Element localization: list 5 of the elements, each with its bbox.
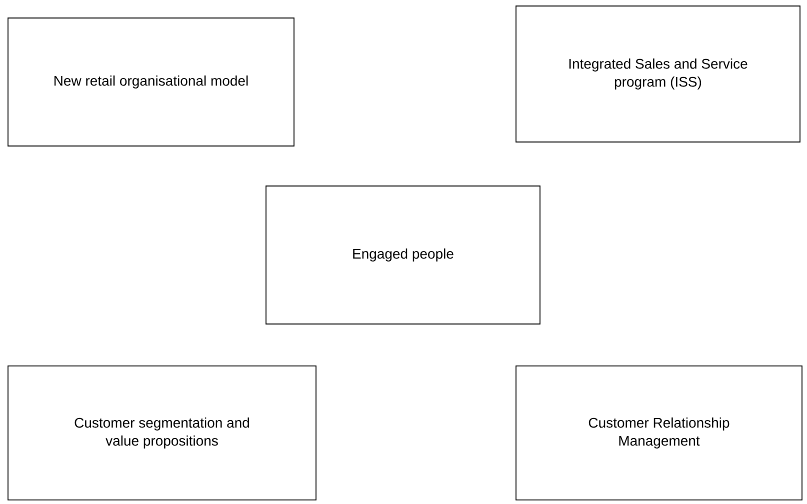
text-box: Customer Relationship Management [516, 366, 802, 500]
text-box: Customer segmentation and value propositions [8, 366, 316, 500]
text-box: New retail organisational model [8, 18, 294, 146]
text-box: Integrated Sales and Service program (ISS) [516, 6, 800, 142]
text-box: Engaged people [266, 186, 540, 324]
